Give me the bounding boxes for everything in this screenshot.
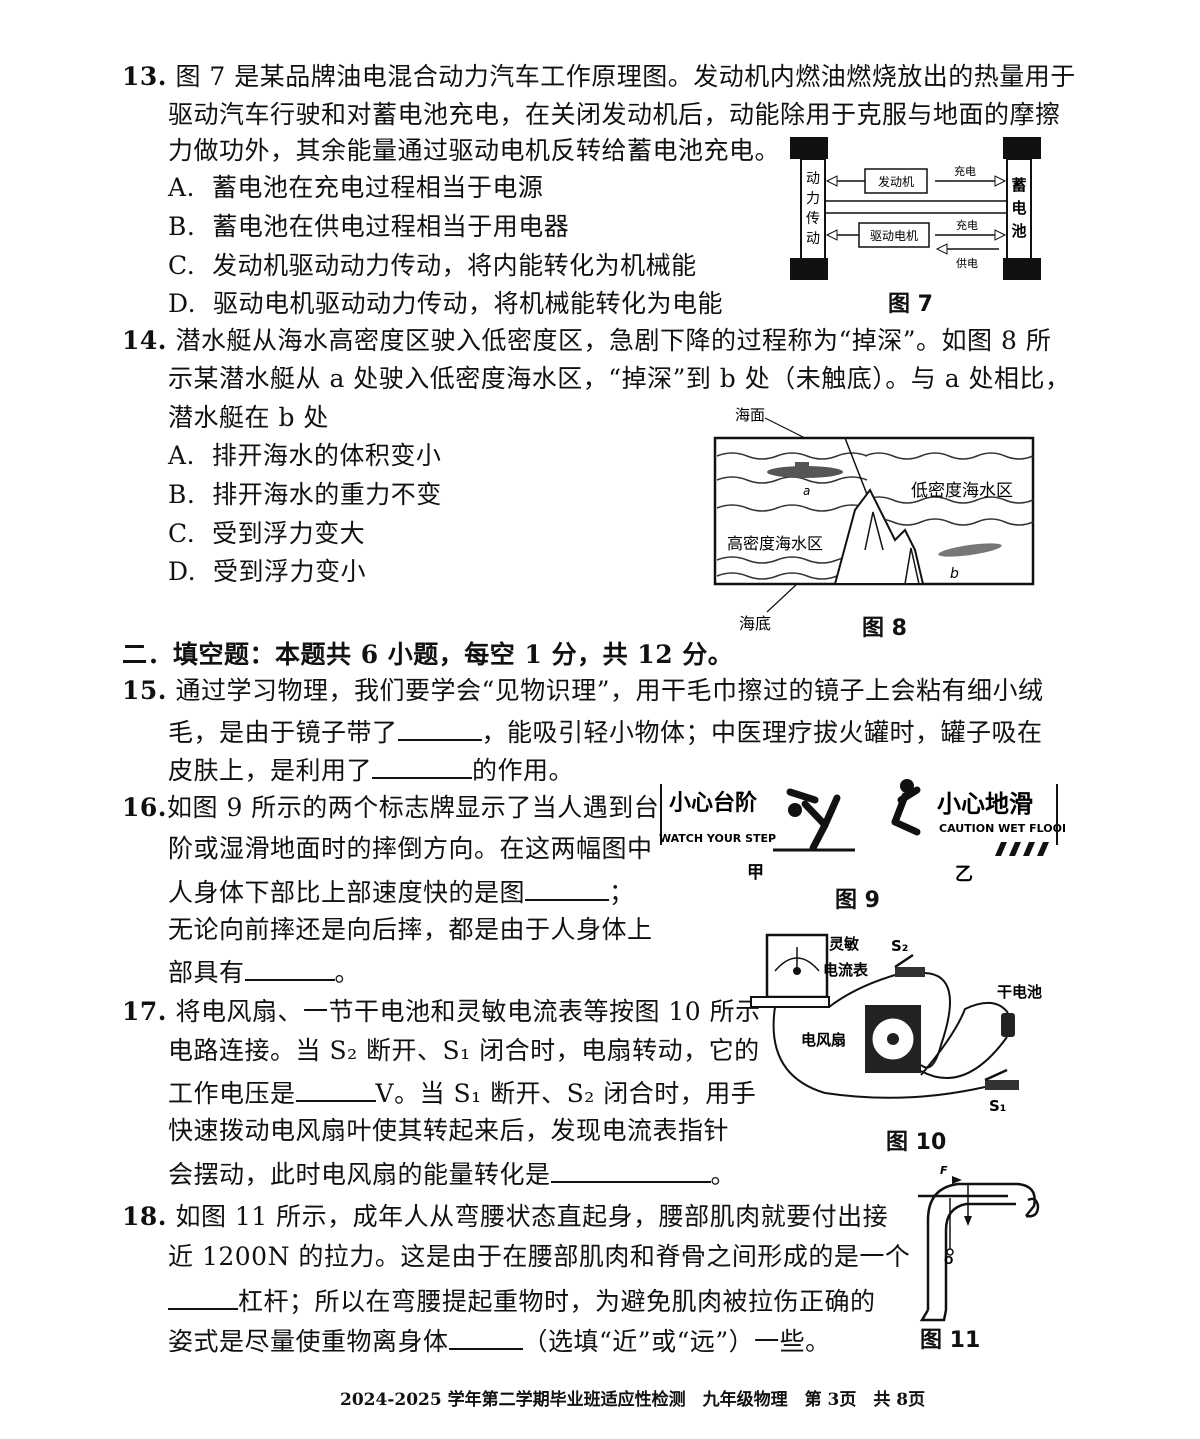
point-a-label: a [803, 484, 810, 498]
meter-label-1: 灵敏 [829, 935, 860, 953]
figure-10-caption: 图 10 [886, 1130, 947, 1155]
sign1-caption: 甲 [747, 863, 764, 883]
sign2-en-label: CAUTION WET FLOOR [939, 822, 1065, 835]
q13-option-b: B. 蓄电池在供电过程相当于用电器 [168, 212, 570, 241]
q15-line3: 皮肤上，是利用了的作用。 [168, 753, 574, 786]
svg-text:池: 池 [1011, 222, 1026, 240]
q16-line3: 人身体下部比上部速度快的是图； [168, 875, 635, 908]
q14-line1: 14. 潜水艇从海水高密度区驶入低密度区，急剧下降的过程称为“掉深”。如图 8 … [122, 326, 1052, 355]
q14-option-c: C. 受到浮力变大 [168, 519, 366, 548]
svg-text:蓄: 蓄 [1011, 176, 1026, 194]
q13-number: 13. [122, 62, 167, 91]
pivot-label: O [944, 1254, 953, 1267]
transmission-char-2: 力 [806, 191, 820, 207]
q18-line2: 近 1200N 的拉力。这是由于在腰部肌肉和脊骨之间形成的是一个 [168, 1242, 911, 1271]
fan-label: 电风扇 [801, 1031, 846, 1049]
q15-blank-1[interactable] [397, 715, 482, 741]
q16-line2: 阶或湿滑地面时的摔倒方向。在这两幅图中 [168, 834, 653, 863]
motor-label: 驱动电机 [870, 229, 918, 243]
figure-10-diagram: 灵敏 电流表 S₂ 电风扇 干电池 S₁ [750, 933, 1042, 1115]
force-label: F [940, 1164, 948, 1177]
sign2-caption: 乙 [955, 864, 973, 885]
figure-7-diagram: 动 力 传 动 蓄 电 池 发动机 驱动电机 充电 充电 供电 [790, 137, 1041, 280]
svg-text:电: 电 [1011, 199, 1026, 217]
q14-option-a: A. 排开海水的体积变小 [168, 441, 442, 470]
q16-line4: 无论向前摔还是向后摔，都是由于人身体上 [168, 915, 653, 944]
q13-option-a: A. 蓄电池在充电过程相当于电源 [168, 173, 544, 202]
charge-label-top: 充电 [954, 164, 976, 178]
battery-label: 干电池 [997, 983, 1042, 1001]
q16-blank-1[interactable] [525, 875, 610, 901]
q15-line2: 毛，是由于镜子带了，能吸引轻小物体；中医理疗拔火罐时，罐子吸在 [168, 715, 1043, 748]
q13-option-c: C. 发动机驱动动力传动，将内能转化为机械能 [168, 251, 697, 280]
sea-surface-label: 海面 [735, 406, 765, 424]
low-density-label: 低密度海水区 [911, 481, 1013, 501]
transmission-char-4: 动 [806, 231, 820, 247]
q16-line1: 16.如图 9 所示的两个标志牌显示了当人遇到台 [122, 793, 660, 822]
wheel-top-right [1003, 137, 1041, 159]
figure-8-diagram: 海面 低密度海水区 高密度海水区 a b 海底 [713, 406, 1035, 633]
q18-line1: 18. 如图 11 所示，成年人从弯腰状态直起身，腰部肌肉就要付出接 [122, 1202, 889, 1231]
s2-label: S₂ [891, 937, 908, 955]
q17-line4: 快速拨动电风扇叶使其转起来后，发现电流表指针 [168, 1116, 730, 1145]
q14-line3: 潜水艇在 b 处 [168, 403, 329, 432]
q13-line2: 驱动汽车行驶和对蓄电池充电，在关闭发动机后，动能除用于克服与地面的摩擦 [168, 100, 1061, 129]
figure-9-diagram: 小心台阶 WATCH YOUR STEP 小心地滑 CAUTION WET FL… [659, 779, 1065, 885]
point-b-label: b [950, 566, 959, 582]
sign1-cn-label: 小心台阶 [669, 790, 758, 816]
figure-9-caption: 图 9 [835, 888, 880, 913]
wheel-top-left [790, 137, 828, 159]
q16-blank-2[interactable] [244, 955, 335, 981]
charge-label-bottom: 充电 [956, 218, 978, 232]
q16-line5: 部具有。 [168, 955, 360, 988]
figure-11-caption: 图 11 [920, 1328, 981, 1353]
wheel-bottom-left [790, 258, 828, 280]
figure-11-diagram: F O [918, 1164, 1040, 1322]
q15-line1: 15. 通过学习物理，我们要学会“见物识理”，用干毛巾擦过的镜子上会粘有细小绒 [122, 676, 1044, 705]
sign2-cn-label: 小心地滑 [937, 790, 1033, 818]
high-density-label: 高密度海水区 [727, 534, 823, 553]
transmission-char-1: 动 [806, 171, 820, 187]
sign1-en-label: WATCH YOUR STEP [659, 832, 776, 845]
transmission-char-3: 传 [806, 211, 820, 227]
q14-option-d: D. 受到浮力变小 [168, 557, 367, 586]
q18-line4: 姿式是尽量使重物离身体（选填“近”或“远”）一些。 [168, 1324, 831, 1357]
q17-blank-1[interactable] [295, 1076, 376, 1102]
q13-line1: 13. 图 7 是某品牌油电混合动力汽车工作原理图。发动机内燃油燃烧放出的热量用… [122, 62, 1076, 91]
seabed-label: 海底 [739, 614, 771, 633]
q18-blank-1[interactable] [168, 1284, 238, 1310]
section-2-heading: 二．填空题：本题共 6 小题，每空 1 分，共 12 分。 [122, 640, 734, 669]
q17-line2: 电路连接。当 S₂ 断开、S₁ 闭合时，电扇转动，它的 [168, 1036, 760, 1065]
supply-label: 供电 [956, 256, 978, 270]
q14-option-b: B. 排开海水的重力不变 [168, 480, 442, 509]
q13-line3: 力做功外，其余能量通过驱动电机反转给蓄电池充电。 [168, 136, 781, 165]
figure-8-caption: 图 8 [862, 616, 907, 641]
wheel-bottom-right [1003, 258, 1041, 280]
s1-label: S₁ [989, 1097, 1006, 1115]
q17-line1: 17. 将电风扇、一节干电池和灵敏电流表等按图 10 所示 [122, 997, 761, 1026]
engine-label: 发动机 [878, 174, 914, 189]
q17-line5: 会摆动，此时电风扇的能量转化是。 [168, 1157, 736, 1190]
meter-label-2: 电流表 [823, 961, 869, 979]
q13-option-d: D. 驱动电机驱动动力传动，将机械能转化为电能 [168, 289, 724, 318]
q14-line2: 示某潜水艇从 a 处驶入低密度海水区，“掉深”到 b 处（未触底）。与 a 处相… [168, 364, 1071, 393]
q18-line3: 杠杆；所以在弯腰提起重物时，为避免肌肉被拉伤正确的 [168, 1284, 876, 1317]
q17-blank-2[interactable] [550, 1157, 711, 1183]
figure-7-caption: 图 7 [888, 292, 933, 317]
page-footer: 2024-2025 学年第二学期毕业班适应性检测 九年级物理 第 3页 共 8页 [340, 1390, 926, 1410]
q15-blank-2[interactable] [372, 753, 473, 779]
q18-blank-2[interactable] [448, 1324, 523, 1350]
